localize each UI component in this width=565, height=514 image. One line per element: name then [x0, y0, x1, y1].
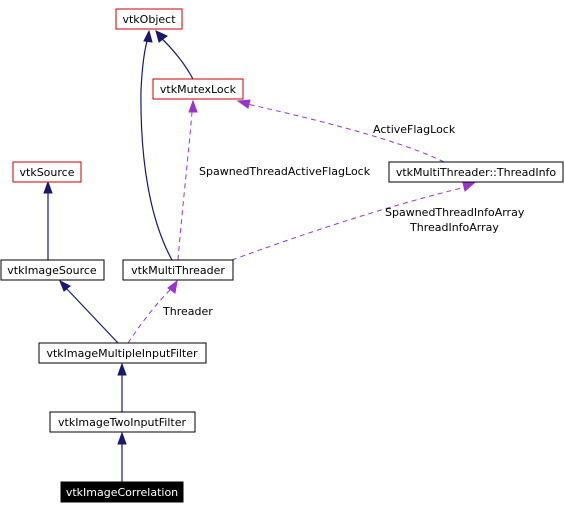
edge-multipleinput-to-imagesource — [65, 287, 119, 344]
node-label: vtkMultiThreader — [131, 264, 225, 277]
node-label: vtkMultiThreader::ThreadInfo — [396, 166, 557, 179]
node-vtkimagemultipleinputfilter[interactable]: vtkImageMultipleInputFilter — [38, 342, 207, 364]
arrowhead-icon — [188, 99, 198, 113]
node-label: vtkImageTwoInputFilter — [58, 416, 186, 429]
edge-labels: ActiveFlagLock SpawnedThreadActiveFlagLo… — [162, 123, 525, 318]
arrowhead-icon — [155, 30, 168, 43]
node-vtkobject[interactable]: vtkObject — [115, 8, 183, 30]
arrowhead-icon — [462, 182, 476, 192]
node-label: vtkSource — [20, 166, 75, 179]
arrowhead-icon — [59, 279, 71, 292]
node-vtkmultithreader[interactable]: vtkMultiThreader — [122, 259, 234, 281]
node-vtkimagetwoinputfilter[interactable]: vtkImageTwoInputFilter — [49, 411, 196, 433]
edge-threadinfo-to-mutexlock — [246, 103, 445, 163]
node-vtkimagesource[interactable]: vtkImageSource — [0, 259, 105, 281]
arrowhead-icon — [143, 29, 153, 43]
arrowhead-icon — [117, 362, 127, 376]
edge-label-thread-info-array: ThreadInfoArray — [409, 221, 499, 234]
inheritance-edges — [43, 29, 195, 482]
node-vtksource[interactable]: vtkSource — [12, 161, 82, 183]
arrowhead-icon — [236, 99, 251, 109]
node-vtkmultithreader-threadinfo[interactable]: vtkMultiThreader::ThreadInfo — [388, 161, 564, 183]
edge-multithreader-to-threadinfo — [231, 186, 467, 261]
node-label: vtkImageSource — [7, 264, 97, 277]
edge-mutexlock-to-object — [159, 36, 195, 82]
node-label: vtkMutexLock — [160, 83, 237, 96]
edge-multithreader-to-mutexlock — [177, 111, 193, 261]
edge-label-spawned-thread-info-array: SpawnedThreadInfoArray — [385, 206, 525, 219]
arrowhead-icon — [117, 431, 127, 445]
node-label: vtkObject — [122, 13, 176, 26]
usage-edges — [127, 99, 476, 344]
arrowhead-icon — [43, 180, 53, 194]
node-label: vtkImageMultipleInputFilter — [46, 347, 198, 360]
node-vtkmutexlock[interactable]: vtkMutexLock — [152, 78, 244, 100]
edge-multithreader-to-object — [140, 37, 173, 261]
arrowhead-icon — [167, 279, 178, 294]
edge-label-threader: Threader — [162, 305, 213, 318]
node-label: vtkImageCorrelation — [66, 486, 178, 499]
node-vtkimagecorrelation: vtkImageCorrelation — [60, 481, 184, 503]
edge-label-spawned-thread-active-flag-lock: SpawnedThreadActiveFlagLock — [199, 165, 371, 178]
edge-label-active-flag-lock: ActiveFlagLock — [373, 123, 456, 136]
